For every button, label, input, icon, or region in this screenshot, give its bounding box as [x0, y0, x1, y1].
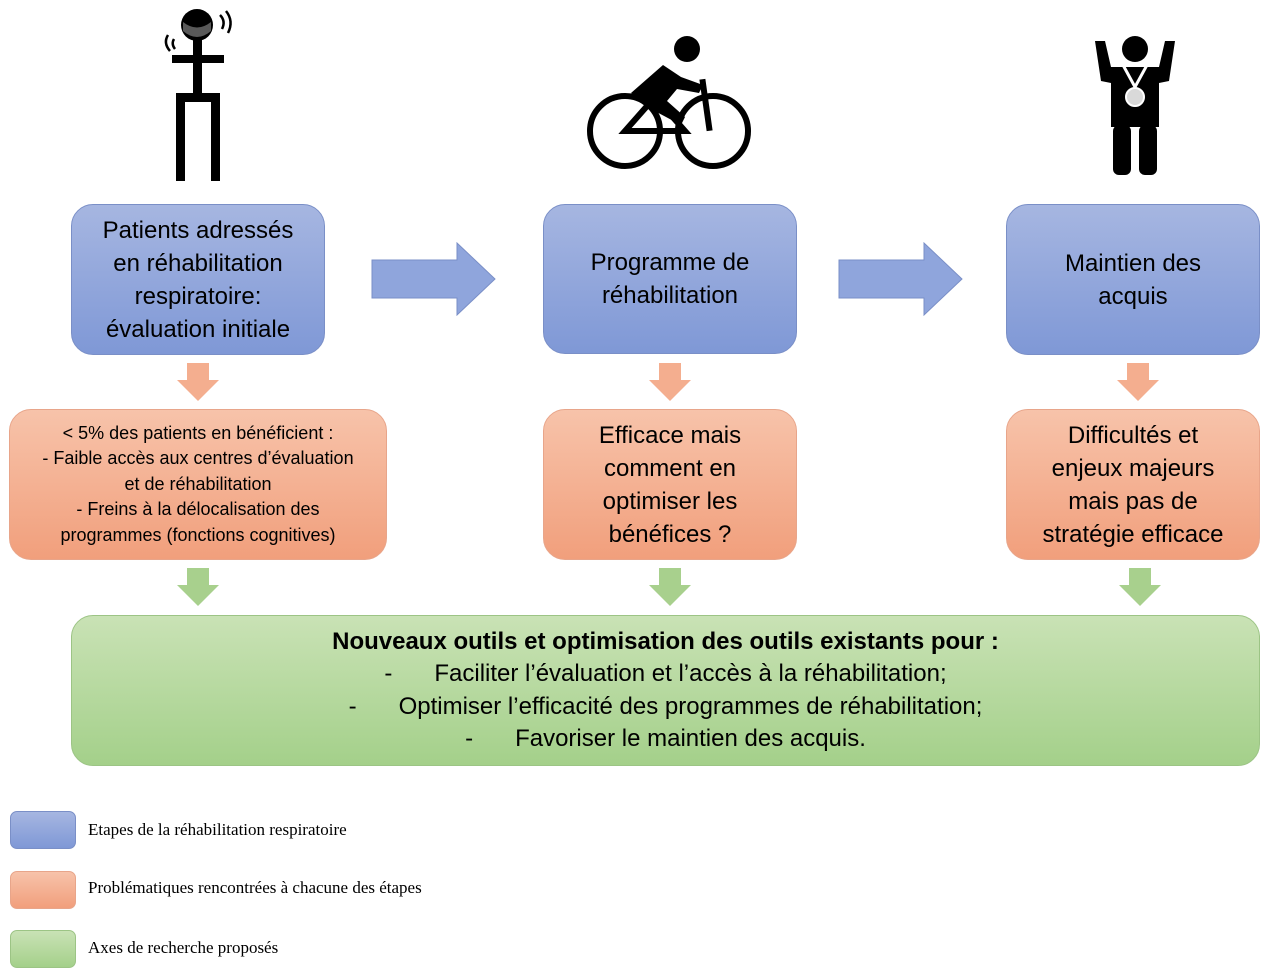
- research-box: Nouveaux outils et optimisation des outi…: [71, 615, 1260, 766]
- step-label: Programme de réhabilitation: [590, 249, 750, 309]
- research-item-text: Favoriser le maintien des acquis.: [515, 725, 866, 752]
- research-item-text: Faciliter l’évaluation et l’accès à la r…: [434, 660, 947, 687]
- legend-swatch-problems: [10, 871, 76, 909]
- list-dash: -: [465, 725, 474, 752]
- step-box-rehabilitation-program: Programme de réhabilitation: [543, 204, 797, 354]
- problem-label: Efficace mais comment en optimiser les b…: [598, 421, 742, 548]
- problem-box-rehabilitation-program: Efficace mais comment en optimiser les b…: [543, 409, 797, 560]
- problem-label: Difficultés et enjeux majeurs mais pas d…: [1042, 421, 1224, 548]
- research-title: Nouveaux outils et optimisation des outi…: [332, 627, 999, 655]
- research-arrow-down: [177, 568, 219, 606]
- research-list: - Faciliter l’évaluation et l’accès à la …: [349, 658, 983, 756]
- research-item-text: Optimiser l’efficacité des programmes de…: [398, 692, 983, 720]
- research-item: - Favoriser le maintien des acquis.: [349, 723, 983, 756]
- step-label: Maintien des acquis: [1064, 249, 1202, 310]
- research-item: - Optimiser l’efficacité des programmes d…: [349, 691, 983, 724]
- legend-swatch-research: [10, 930, 76, 968]
- list-dash: -: [348, 692, 357, 720]
- problem-arrow-down: [177, 363, 219, 401]
- step-label: Patients adressés en réhabilitation resp…: [102, 216, 294, 343]
- problem-arrow-down: [1117, 363, 1159, 401]
- research-arrow-down: [649, 568, 691, 606]
- person-with-medal-icon: [1095, 36, 1175, 175]
- problem-box-maintenance: Difficultés et enjeux majeurs mais pas d…: [1006, 409, 1260, 560]
- research-arrow-down: [1119, 568, 1161, 606]
- cyclist-icon: [587, 36, 751, 169]
- problem-box-initial-evaluation: < 5% des patients en bénéficient : - Fai…: [9, 409, 387, 560]
- legend-label-problems: Problématiques rencontrées à chacune des…: [88, 878, 422, 897]
- legend-swatch-steps: [10, 811, 76, 849]
- step-box-maintenance: Maintien des acquis: [1006, 204, 1260, 355]
- problem-arrow-down: [649, 363, 691, 401]
- research-item: - Faciliter l’évaluation et l’accès à la …: [349, 658, 983, 691]
- person-with-mask-icon: [164, 9, 232, 181]
- list-dash: -: [384, 660, 393, 687]
- flow-arrow-right: [838, 242, 963, 316]
- flow-arrow-right: [371, 242, 496, 316]
- step-box-initial-evaluation: Patients adressés en réhabilitation resp…: [71, 204, 325, 355]
- problem-label: < 5% des patients en bénéficient : - Fai…: [42, 422, 354, 545]
- legend-label-steps: Etapes de la réhabilitation respiratoire: [88, 820, 347, 839]
- legend-label-research: Axes de recherche proposés: [88, 938, 279, 957]
